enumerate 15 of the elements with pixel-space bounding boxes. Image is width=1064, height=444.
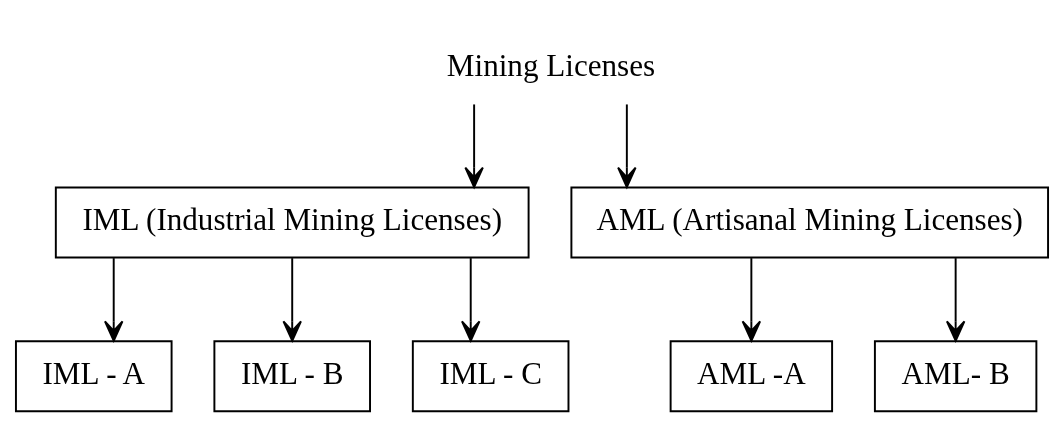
arrow (945, 256, 966, 342)
node-text: Mining Licenses (446, 47, 656, 83)
arrow (617, 102, 637, 188)
node-box: IML (Industrial Mining Licenses) (54, 186, 530, 258)
node-box: AML- B (873, 339, 1038, 412)
node-box: AML -A (669, 339, 834, 412)
node-box: AML (Artisanal Mining Licenses) (570, 186, 1050, 258)
arrow (282, 256, 302, 342)
arrow (461, 256, 481, 342)
arrow (103, 256, 124, 342)
arrow (464, 102, 484, 188)
node-box: IML - A (14, 339, 173, 412)
node-box: IML - B (213, 339, 371, 412)
node-box: IML - C (411, 339, 570, 412)
arrow (741, 256, 762, 342)
